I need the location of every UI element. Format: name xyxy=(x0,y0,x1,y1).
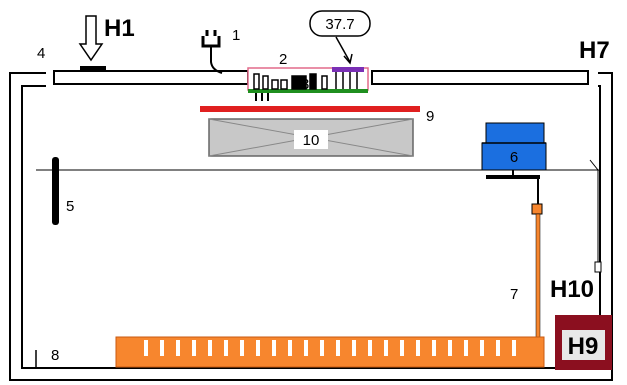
label-h9: H9 xyxy=(568,333,599,360)
fan-mount xyxy=(486,175,540,179)
tray-slot xyxy=(208,340,212,356)
label-4: 4 xyxy=(37,45,45,62)
lid-right xyxy=(371,70,589,85)
tray-slot xyxy=(464,340,468,356)
label-1: 1 xyxy=(232,27,240,44)
temperature-callout: 37.7 xyxy=(309,10,371,65)
tray-slot xyxy=(384,340,388,356)
tray-slot xyxy=(160,340,164,356)
heater-strip: 9 xyxy=(200,106,434,125)
tray-slot xyxy=(480,340,484,356)
enclosure-inner-wall xyxy=(21,85,601,369)
tray-slot xyxy=(448,340,452,356)
tray-slot xyxy=(512,340,516,356)
heater-strip-bar xyxy=(200,106,420,112)
tube-pipe xyxy=(535,213,541,339)
tray-slot xyxy=(352,340,356,356)
tray-slot xyxy=(144,340,148,356)
plug-cable xyxy=(210,46,223,74)
tray-slot xyxy=(368,340,372,356)
tray-slot xyxy=(432,340,436,356)
h1-marker: H1 xyxy=(78,15,135,71)
label-3: 3 xyxy=(301,76,309,93)
water-tube: 7 xyxy=(510,178,543,339)
callout-arrowhead xyxy=(343,53,353,65)
readout-bubble xyxy=(309,10,371,37)
h10-wire xyxy=(589,159,599,262)
tube-nozzle xyxy=(531,203,543,215)
h1-sensor-bar xyxy=(80,66,106,71)
h10-sensor: H10 xyxy=(550,159,602,303)
label-10: 10 xyxy=(303,132,320,149)
tray-slot xyxy=(192,340,196,356)
enclosure-outer-wall xyxy=(9,72,613,381)
fan-motor: 6 xyxy=(481,122,547,179)
tray-slot xyxy=(416,340,420,356)
callout-arrow xyxy=(335,36,351,63)
controller-board: 2 3 xyxy=(247,51,369,101)
board-components xyxy=(253,72,358,101)
temperature-readout: 37.7 xyxy=(325,16,354,33)
tray-slot xyxy=(288,340,292,356)
tray-slot xyxy=(240,340,244,356)
label-6: 6 xyxy=(510,149,518,166)
water-tray: 8 xyxy=(35,336,545,368)
label-h7: H7 xyxy=(579,37,610,64)
panel-label-bg xyxy=(294,130,328,149)
tray-slot xyxy=(272,340,276,356)
label-h1: H1 xyxy=(104,15,135,42)
h9-module: H9 xyxy=(555,315,612,370)
fan-bottom xyxy=(481,142,547,171)
display-module xyxy=(332,67,364,72)
h10-probe-tip xyxy=(594,261,602,273)
tray-slot xyxy=(256,340,260,356)
label-5: 5 xyxy=(66,198,74,215)
label-2: 2 xyxy=(279,51,287,68)
fan-top xyxy=(485,122,545,144)
sensor-probe: 5 xyxy=(52,157,74,225)
label-9: 9 xyxy=(426,108,434,125)
label-8: 8 xyxy=(51,347,59,364)
probe-body xyxy=(52,157,59,225)
tray-slot xyxy=(400,340,404,356)
label-7: 7 xyxy=(510,286,518,303)
tray-slots xyxy=(144,340,516,356)
tray-slot xyxy=(336,340,340,356)
lid-left xyxy=(53,70,249,85)
plug-icon xyxy=(201,30,221,48)
tray-slot xyxy=(320,340,324,356)
tray-body xyxy=(115,336,545,368)
board-pcb xyxy=(248,89,368,93)
label-h10: H10 xyxy=(550,276,594,303)
tray-slot xyxy=(176,340,180,356)
enclosure xyxy=(9,70,613,381)
heating-panel: 10 xyxy=(208,118,414,157)
h9-box-inner xyxy=(562,330,605,360)
down-arrow-icon xyxy=(78,15,104,62)
tray-slot xyxy=(304,340,308,356)
power-plug: 1 xyxy=(201,27,240,74)
tray-slot xyxy=(496,340,500,356)
tray-slot xyxy=(224,340,228,356)
